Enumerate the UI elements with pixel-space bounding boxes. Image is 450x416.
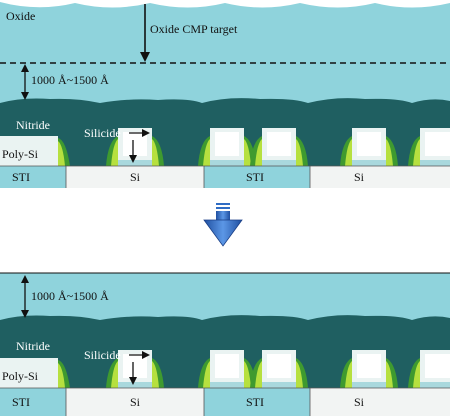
thickness-arrow-head-down <box>21 310 29 318</box>
sti-region <box>204 166 310 188</box>
bottom-panel: 1000 Å~1500 Å Nitride Poly-Si Silicide S… <box>0 272 450 416</box>
spacer-inner <box>111 139 118 166</box>
spacer-inner <box>244 361 251 388</box>
silicide-arrow-right-head <box>142 351 150 359</box>
spacer-inner <box>345 139 352 166</box>
silicide-cap <box>267 132 291 156</box>
substrate-row <box>0 165 450 188</box>
gate-stack-4 <box>340 350 398 388</box>
substrate-label-3: STI <box>246 395 264 409</box>
silicide-cap <box>215 354 239 378</box>
gate-stack-2 <box>198 350 256 388</box>
silicide-strip <box>352 160 386 166</box>
spacer-inner <box>255 139 262 166</box>
thickness-arrow-head-down <box>21 92 29 100</box>
cmp-target-label: Oxide CMP target <box>150 22 238 36</box>
sti-region <box>0 388 66 416</box>
spacer-inner <box>296 361 303 388</box>
substrate-label-3: STI <box>246 170 264 184</box>
silicide-cap <box>215 132 239 156</box>
silicide-label: Silicide <box>84 126 121 140</box>
poly-si-block <box>0 136 58 166</box>
gate-stack-3 <box>250 128 308 166</box>
substrate-label-2: Si <box>130 170 141 184</box>
silicide-cap <box>425 132 450 156</box>
silicide-arrow-right-head <box>142 129 150 137</box>
silicide-strip <box>210 382 244 388</box>
silicide-strip <box>262 382 296 388</box>
thickness-arrow-head-up <box>21 275 29 283</box>
spacer-inner <box>58 141 65 166</box>
silicide-label: Silicide <box>84 348 121 362</box>
top-panel: Oxide Oxide CMP target 1000 Å~1500 Å Nit… <box>0 0 450 188</box>
spacer-inner <box>244 139 251 166</box>
spacer-inner <box>203 361 210 388</box>
si-region <box>66 166 204 188</box>
oxide-label: Oxide <box>6 9 35 23</box>
substrate-row <box>0 387 450 416</box>
silicide-cap <box>357 354 381 378</box>
substrate-label-1: STI <box>12 170 30 184</box>
poly-si-label: Poly-Si <box>2 147 39 161</box>
gate-stack-left <box>0 358 70 388</box>
gate-stack-5 <box>408 128 450 166</box>
spacer-inner <box>152 361 159 388</box>
spacer-inner <box>255 361 262 388</box>
gate-stack-4 <box>340 128 398 166</box>
silicide-strip <box>420 160 450 166</box>
spacer-inner <box>203 139 210 166</box>
gate-stack-1 <box>106 350 164 388</box>
gate-stack-2 <box>198 128 256 166</box>
oxide-surface-contour <box>0 0 450 8</box>
thickness-label: 1000 Å~1500 Å <box>31 289 109 303</box>
silicide-strip <box>118 160 152 166</box>
substrate-label-1: STI <box>12 395 30 409</box>
substrate-label-4: Si <box>354 170 365 184</box>
nitride-label: Nitride <box>16 339 50 353</box>
sti-region <box>204 388 310 416</box>
sti-region <box>0 166 66 188</box>
substrate-label-2: Si <box>130 395 141 409</box>
thickness-label: 1000 Å~1500 Å <box>31 73 109 87</box>
spacer-inner <box>413 139 420 166</box>
spacer-inner <box>296 139 303 166</box>
cmp-target-arrow-head <box>140 52 150 62</box>
silicide-cap <box>425 354 450 378</box>
silicide-strip <box>210 160 244 166</box>
silicide-strip <box>352 382 386 388</box>
gate-stack-left <box>0 136 70 166</box>
spacer-inner <box>152 139 159 166</box>
substrate-label-4: Si <box>354 395 365 409</box>
nitride-label: Nitride <box>16 118 50 132</box>
poly-si-block <box>0 358 58 388</box>
spacer-inner <box>58 363 65 388</box>
gate-stack-5 <box>408 350 450 388</box>
spacer-inner <box>111 361 118 388</box>
si-region <box>310 388 450 416</box>
gate-stack-1 <box>106 128 164 166</box>
spacer-inner <box>413 361 420 388</box>
silicide-cap <box>357 132 381 156</box>
si-region <box>310 166 450 188</box>
silicide-strip <box>262 160 296 166</box>
si-region <box>66 388 204 416</box>
spacer-inner <box>345 361 352 388</box>
silicide-arrow-down-head <box>129 155 137 163</box>
thickness-arrow-head-up <box>21 64 29 72</box>
down-arrow-icon <box>203 203 243 247</box>
silicide-cap <box>267 354 291 378</box>
poly-si-label: Poly-Si <box>2 369 39 383</box>
spacer-inner <box>386 139 393 166</box>
spacer-inner <box>386 361 393 388</box>
silicide-strip <box>118 382 152 388</box>
gate-stack-3 <box>250 350 308 388</box>
silicide-arrow-down-head <box>129 377 137 385</box>
silicide-strip <box>420 382 450 388</box>
